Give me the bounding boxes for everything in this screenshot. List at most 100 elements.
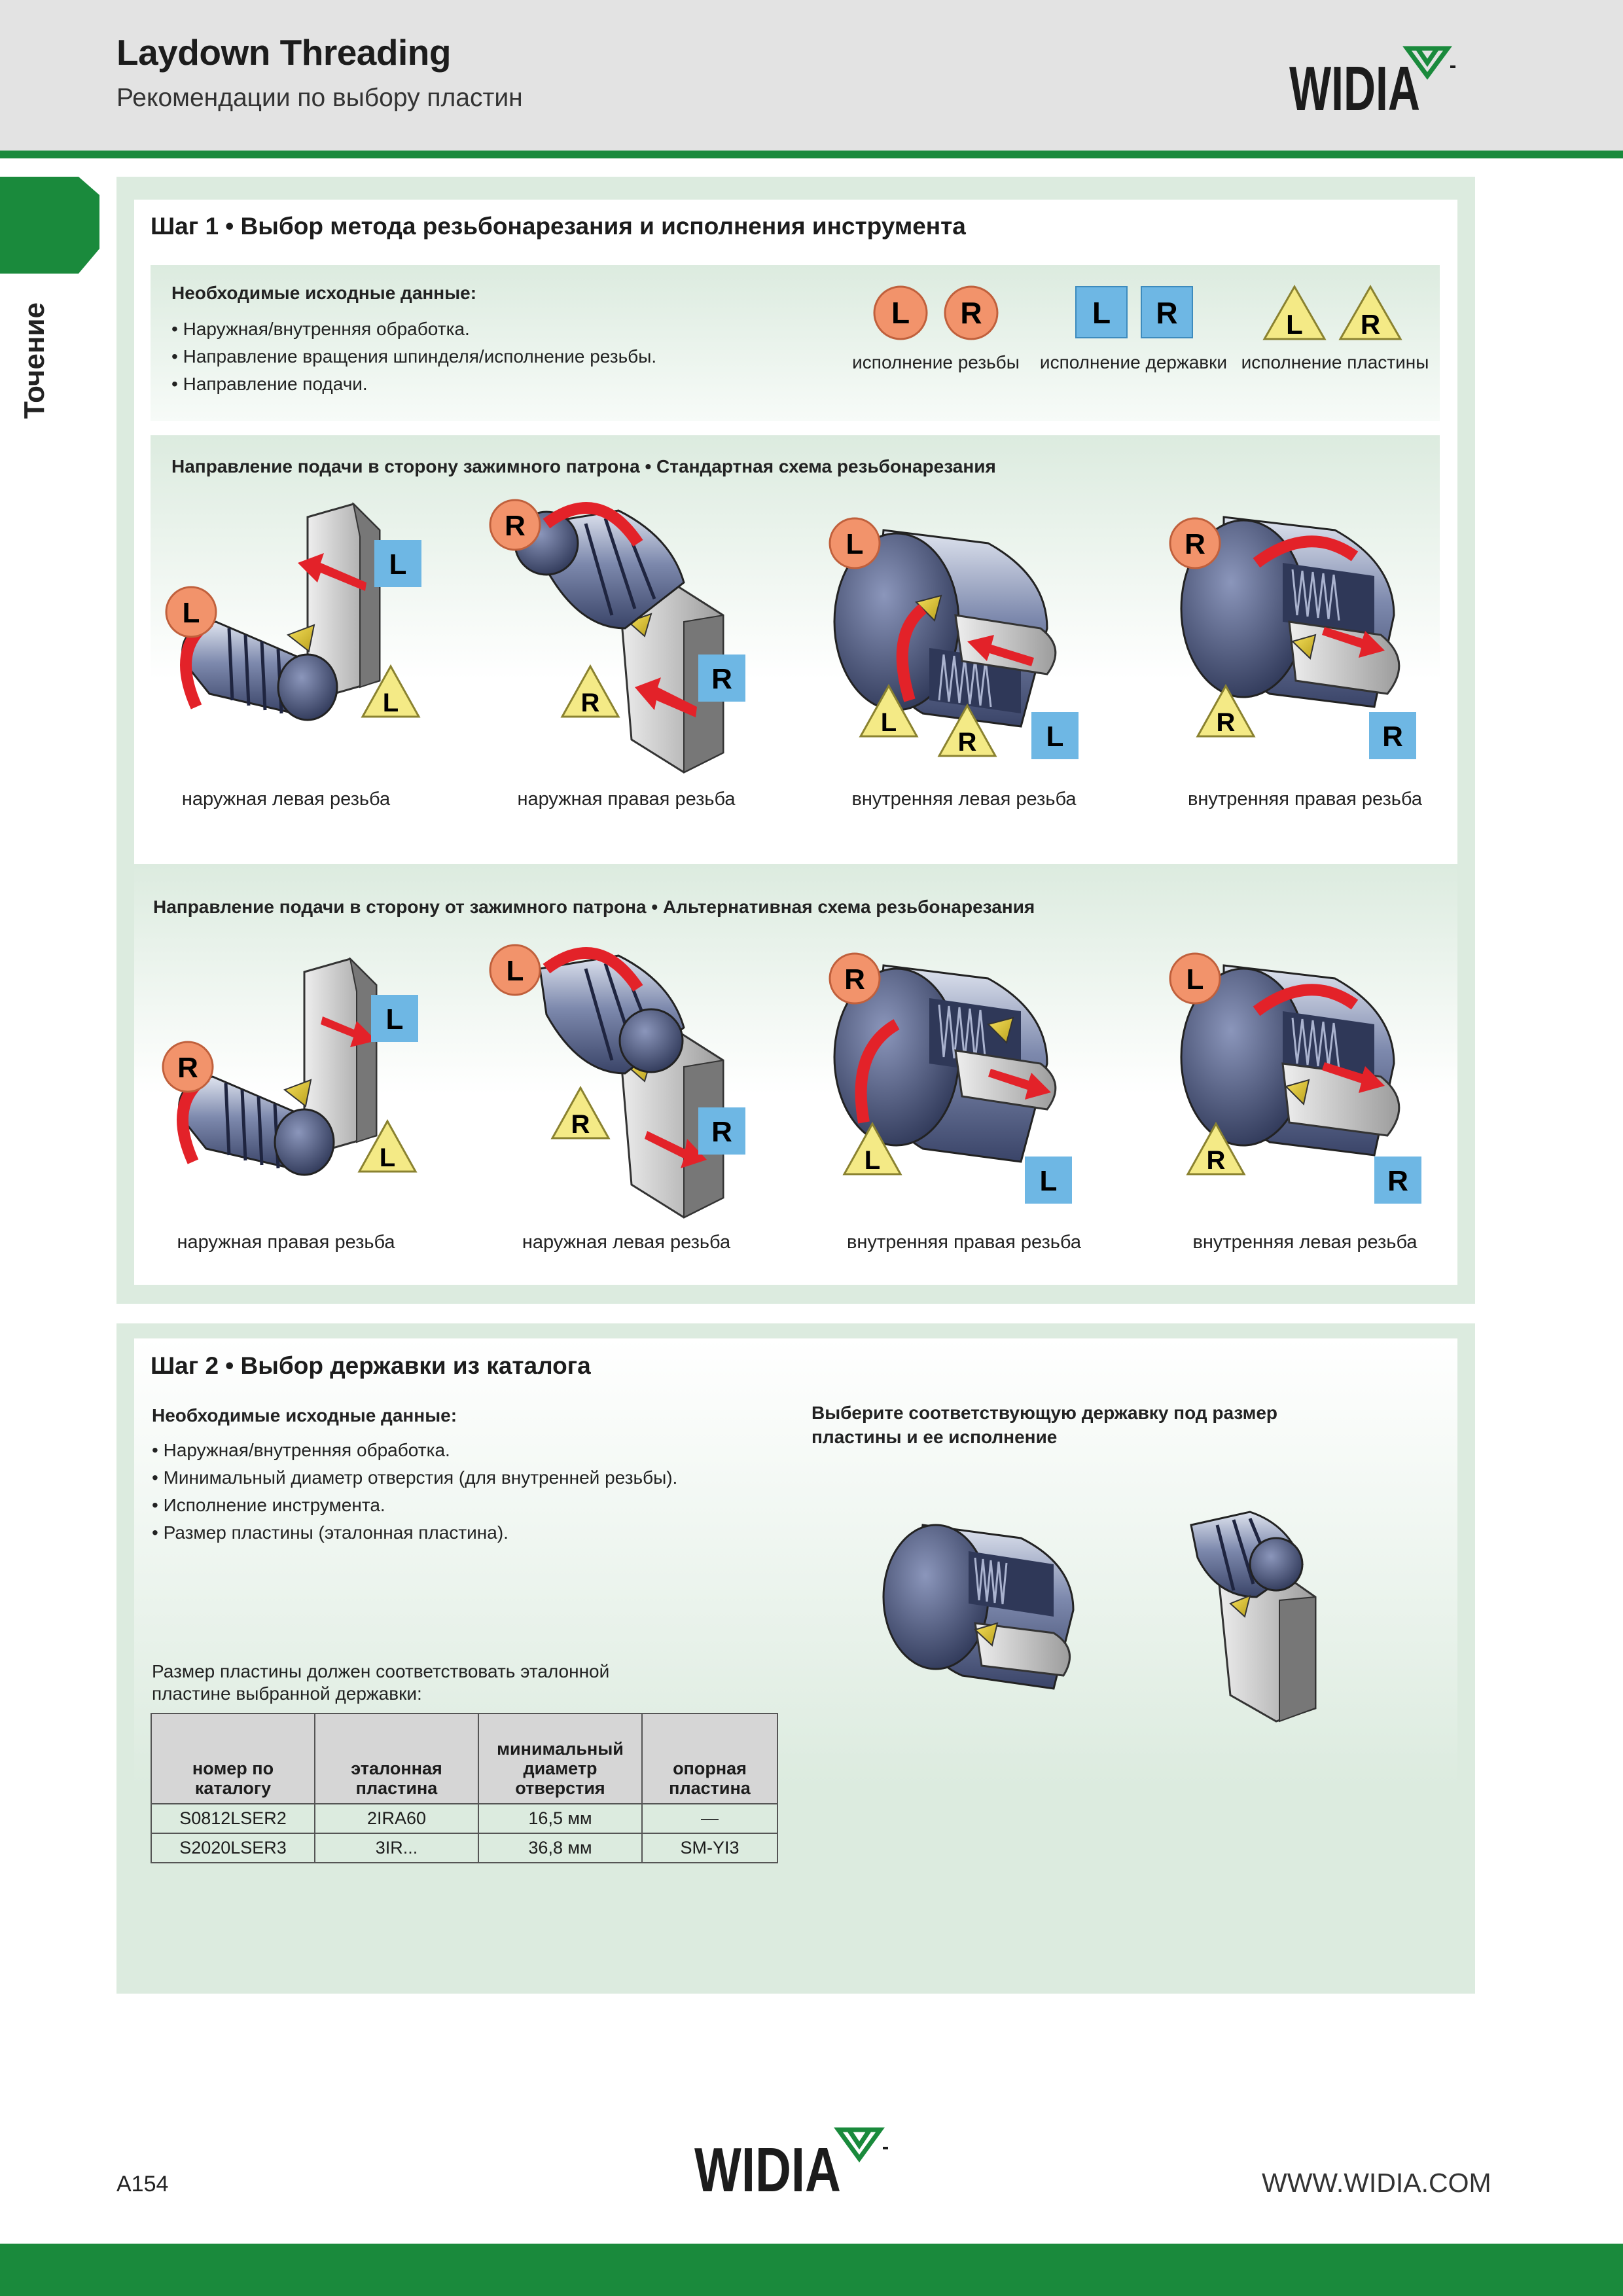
svg-text:R: R	[1156, 296, 1177, 330]
holder-badge: L	[371, 995, 418, 1042]
table-cell: 16,5 мм	[478, 1803, 643, 1834]
feed-arrow	[1322, 627, 1385, 658]
external-right-thread-alt-illustration: R L L	[162, 956, 418, 1176]
svg-text:R: R	[1217, 708, 1236, 737]
website-link[interactable]: WWW.WIDIA.COM	[1262, 2168, 1491, 2198]
case-caption: наружная левая резьба	[181, 789, 391, 810]
holder-body	[306, 501, 381, 695]
svg-text:R: R	[571, 1110, 590, 1139]
table-row: S0812LSER2 2IRA60 16,5 мм —	[151, 1803, 778, 1834]
external-left-thread-alt-illustration: L R R	[489, 944, 745, 1219]
svg-text:L: L	[1186, 963, 1204, 996]
feed-arrow	[1322, 1062, 1385, 1093]
insert-icon	[1285, 1079, 1310, 1106]
insert-icon	[1291, 634, 1317, 660]
list-item: Минимальный диаметр отверстия (для внутр…	[152, 1464, 678, 1492]
thread-badge: L	[165, 586, 217, 638]
external-holder-illustration	[1190, 1511, 1317, 1723]
svg-text:R: R	[711, 663, 732, 695]
holder-badge: L	[374, 540, 421, 587]
list-item: Исполнение инструмента.	[152, 1492, 677, 1519]
rotation-arrow	[1253, 535, 1359, 568]
internal-left-thread-alt-illustration: L R R	[1169, 952, 1421, 1204]
step1-required-list: Наружная/внутренняя обработка. Направлен…	[171, 315, 657, 398]
thread-badge: R	[1169, 517, 1221, 569]
insert-icon	[987, 1016, 1014, 1044]
header-divider	[0, 151, 1623, 158]
step2-title: Шаг 2 • Выбор державки из каталога	[151, 1352, 591, 1379]
case-caption: внутренняя правая резьба	[1188, 789, 1422, 810]
svg-text:L: L	[1046, 721, 1064, 753]
rotation-arrow	[543, 947, 643, 992]
svg-text:L: L	[891, 296, 910, 330]
external-right-thread-illustration: R R R	[489, 499, 745, 774]
svg-text:L: L	[846, 528, 864, 560]
internal-right-thread-alt-illustration: R L L	[829, 952, 1072, 1204]
insert-icon	[286, 624, 315, 653]
insert-badge-alt: R	[937, 703, 997, 757]
holder-badge: L	[1031, 712, 1079, 759]
svg-text:R: R	[711, 1116, 732, 1148]
insert-badge: R	[560, 664, 620, 718]
thread-badge-L: L	[873, 285, 928, 340]
step2-required-list: Наружная/внутренняя обработка. Минимальн…	[152, 1437, 678, 1547]
svg-text:L: L	[507, 955, 524, 987]
case-caption: наружная левая резьба	[522, 1232, 731, 1253]
column-header-catalog-number: номер по каталогу	[151, 1713, 315, 1804]
step2-required-title: Необходимые исходные данные:	[152, 1405, 457, 1426]
internal-right-thread-illustration: R R R	[1169, 516, 1416, 759]
external-left-thread-illustration: L L L	[165, 501, 421, 721]
column-header-min-bore: минимальный диаметр отверстия	[478, 1713, 643, 1804]
page-subtitle: Рекомендации по выбору пластин	[116, 84, 523, 112]
internal-holder-illustration	[882, 1524, 1075, 1690]
insert-badge-R: R	[1338, 284, 1402, 340]
legend-holder-label: исполнение державки	[1039, 352, 1228, 372]
insert-badge: L	[842, 1121, 902, 1175]
page-number: A154	[116, 2172, 169, 2197]
svg-text:L: L	[1286, 309, 1303, 340]
page-header	[0, 0, 1623, 151]
table-cell: S0812LSER2	[151, 1803, 315, 1834]
feed-arrow	[321, 1016, 376, 1047]
rotation-arrow	[896, 603, 927, 702]
insert-badge: L	[859, 683, 919, 738]
insert-badge: L	[357, 1119, 418, 1173]
internal-left-thread-illustration: L L L R	[829, 517, 1079, 759]
svg-text:R: R	[177, 1052, 198, 1084]
insert-icon	[283, 1079, 312, 1107]
thread-badge: L	[829, 517, 881, 569]
rotation-arrow	[855, 1019, 900, 1124]
svg-text:L: L	[380, 1143, 395, 1172]
insert-badge: R	[1186, 1121, 1246, 1175]
brand-logo-text: WIDIA	[1289, 54, 1420, 118]
thread-badge: L	[1169, 952, 1221, 1005]
svg-text:L: L	[1040, 1165, 1058, 1197]
list-item: Наружная/внутренняя обработка.	[171, 315, 656, 343]
svg-text:R: R	[1382, 721, 1403, 753]
list-item: Направление подачи.	[171, 370, 656, 398]
list-item: Направление вращения шпинделя/исполнение…	[171, 343, 657, 370]
feed-arrow	[298, 553, 366, 591]
holder-badge: R	[1369, 712, 1416, 759]
insert-badge: R	[550, 1085, 611, 1139]
holder-badge: R	[698, 1107, 745, 1155]
svg-text:R: R	[958, 728, 977, 757]
legend-insert-label: исполнение пластины	[1241, 352, 1429, 372]
case-caption: наружная правая резьба	[517, 789, 736, 810]
workpiece-bore	[1180, 516, 1395, 708]
list-item: Наружная/внутренняя обработка.	[152, 1437, 677, 1464]
table-header-row: номер по каталогу эталонная пластина мин…	[151, 1713, 778, 1804]
svg-text:R: R	[844, 963, 865, 996]
holder-badge: R	[698, 655, 745, 702]
table-cell: —	[641, 1803, 778, 1834]
insert-icon	[974, 1622, 999, 1647]
feed-arrow	[967, 635, 1034, 666]
thread-badge: R	[489, 499, 541, 551]
svg-text:L: L	[1092, 296, 1111, 330]
svg-text:L: L	[386, 1003, 404, 1035]
insert-icon	[915, 594, 942, 622]
footer-brand-logo-mark	[834, 2127, 885, 2162]
workpiece-thread	[178, 1075, 335, 1176]
insert-size-note: Размер пластины должен соответствовать э…	[152, 1661, 610, 1704]
footer-brand-logo: WIDIA	[694, 2127, 888, 2199]
